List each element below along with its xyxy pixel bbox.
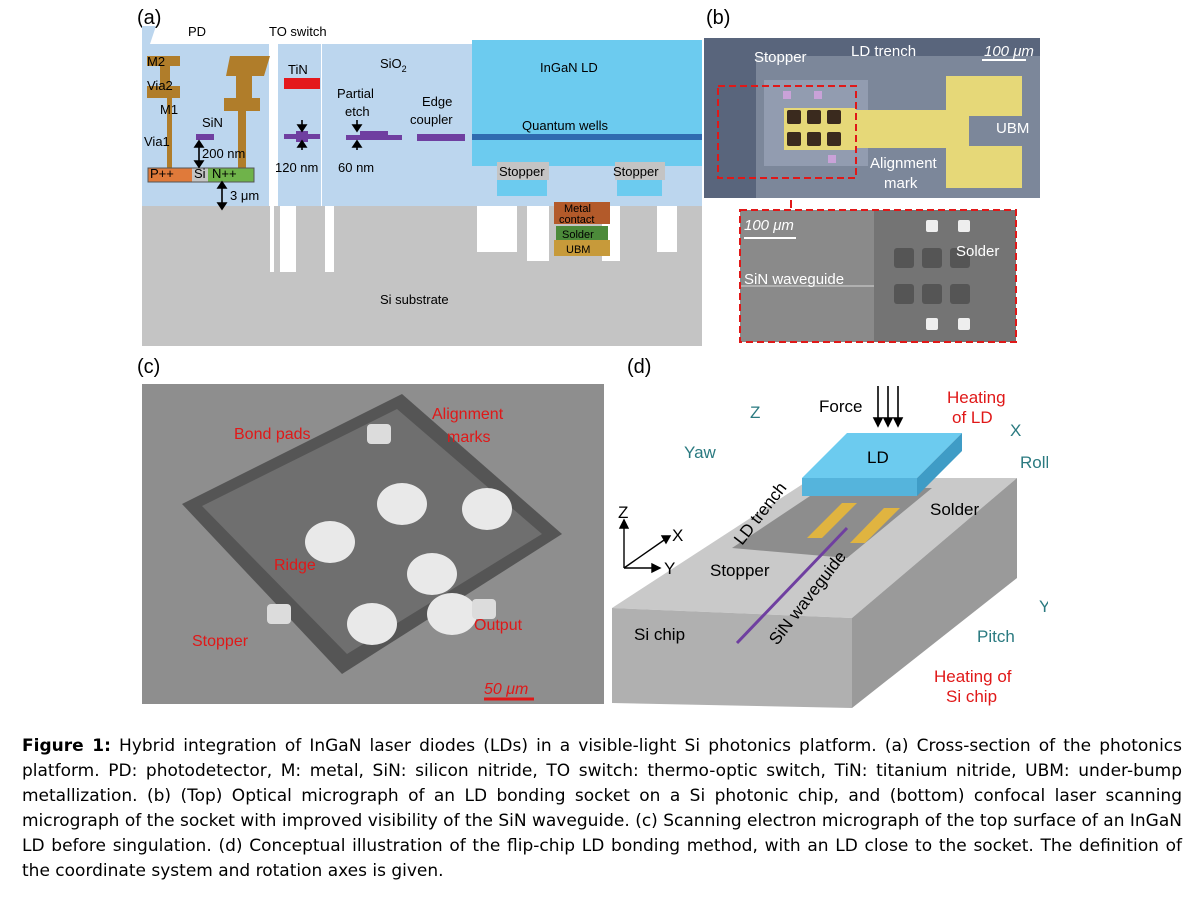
label-stopper-c: Stopper [192,633,249,650]
label-via2: Via2 [147,78,173,93]
label-ubm: UBM [566,244,590,256]
label-ubm-b: UBM [996,120,1029,137]
sin-waveguide-line [735,526,849,645]
label-heating-ld-1: Heating [947,388,1006,407]
label-ld: LD [867,448,889,467]
tin-heater [284,78,320,89]
label-alignment-c: Alignment [432,406,504,423]
caption-text: Hybrid integration of InGaN laser diodes… [22,736,1182,881]
label-scale-c: 50 μm [484,681,528,698]
label-coupler: coupler [410,112,453,127]
label-scale-top: 100 μm [984,43,1034,60]
label-alignment-b: Alignment [870,155,938,172]
ingan-ld [472,40,702,166]
label-n: N++ [212,166,237,181]
bond-pads [305,483,512,645]
label-force: Force [819,397,862,416]
quantum-wells [472,134,702,140]
pd-metal-left [147,56,180,170]
panel-c-sem: Bond pads Alignment marks Ridge Stopper … [142,384,604,704]
label-y-axis: Y [1039,597,1048,616]
label-ridge: Ridge [274,557,316,574]
stopper-left [497,162,549,180]
p-doped [148,168,192,182]
label-pitch: Pitch [977,627,1015,646]
label-metal: Metal [564,203,591,215]
label-z: Z [618,503,628,522]
trench-1 [280,206,296,272]
label-x-axis: X [1010,421,1021,440]
label-si: Si [194,166,206,181]
label-output: Output [474,617,523,634]
metal-contact [554,202,610,224]
label-stopper-b: Stopper [754,49,807,66]
label-heating-si-1: Heating of [934,667,1012,686]
label-stopper-left: Stopper [499,164,545,179]
label-to-switch: TO switch [269,26,327,39]
figure-caption: Figure 1: Hybrid integration of InGaN la… [22,734,1182,884]
label-ld-trench-b: LD trench [851,43,916,60]
zoom-box [717,85,857,179]
label-roll: Roll [1020,453,1048,472]
label-p: P++ [150,166,174,181]
label-3um: 3 μm [230,188,259,203]
label-via1: Via1 [144,134,170,149]
label-tin: TiN [288,62,308,77]
ld-top [802,433,962,478]
caption-bold: Figure 1: [22,736,111,756]
label-contact: contact [559,214,594,226]
label-stopper-right: Stopper [613,164,659,179]
label-60nm: 60 nm [338,160,374,175]
label-sin: SiN [202,115,223,130]
panel-d-label: (d) [627,356,652,378]
panel-a-cross-section: M2 Via2 M1 SiN Via1 200 nm P++ Si N++ 3 … [142,26,702,346]
label-edge: Edge [422,94,452,109]
label-bond-pads: Bond pads [234,426,311,443]
label-substrate: Si substrate [380,292,449,307]
label-ingan: InGaN LD [540,60,598,75]
label-pd: PD [188,26,206,39]
panel-a-label: (a) [137,7,162,29]
panel-d-illustration: Force Heating of LD Z Yaw LD X Roll Sold… [612,386,1048,708]
pd-metal-right [224,56,270,171]
label-y: Y [664,559,675,578]
label-x: X [672,526,683,545]
edge-coupler [417,134,465,141]
label-z-axis: Z [750,403,760,422]
n-doped [208,168,254,182]
label-solder-d: Solder [930,500,979,519]
label-qw: Quantum wells [522,118,608,133]
label-solder-b: Solder [956,243,999,260]
label-sin-waveguide-b: SiN waveguide [744,271,844,288]
label-mark-b: mark [884,175,918,192]
label-120nm: 120 nm [275,160,318,175]
label-sio2: SiO2 [380,56,407,74]
label-m1: M1 [160,102,178,117]
label-yaw: Yaw [684,443,717,462]
ubm [554,240,610,256]
sin-pd [196,134,214,140]
solder [556,226,608,240]
label-si-chip: Si chip [634,625,685,644]
label-200nm: 200 nm [202,146,245,161]
stopper-right [615,162,665,180]
trench-2 [325,206,334,272]
label-etch: etch [345,104,370,119]
label-scale-bottom: 100 μm [744,217,794,234]
panel-c-label: (c) [137,356,161,378]
label-stopper-d: Stopper [710,561,770,580]
label-m2: M2 [147,54,165,69]
label-heating-si-2: Si chip [946,687,997,706]
panel-b-label: (b) [706,7,731,29]
ubm-pad [854,76,1022,188]
label-solder: Solder [562,229,594,241]
panel-b-micrographs: Stopper LD trench 100 μm UBM Alignment m… [704,38,1040,343]
label-marks-c: marks [447,429,491,446]
label-heating-ld-2: of LD [952,408,993,427]
label-partial: Partial [337,86,374,101]
